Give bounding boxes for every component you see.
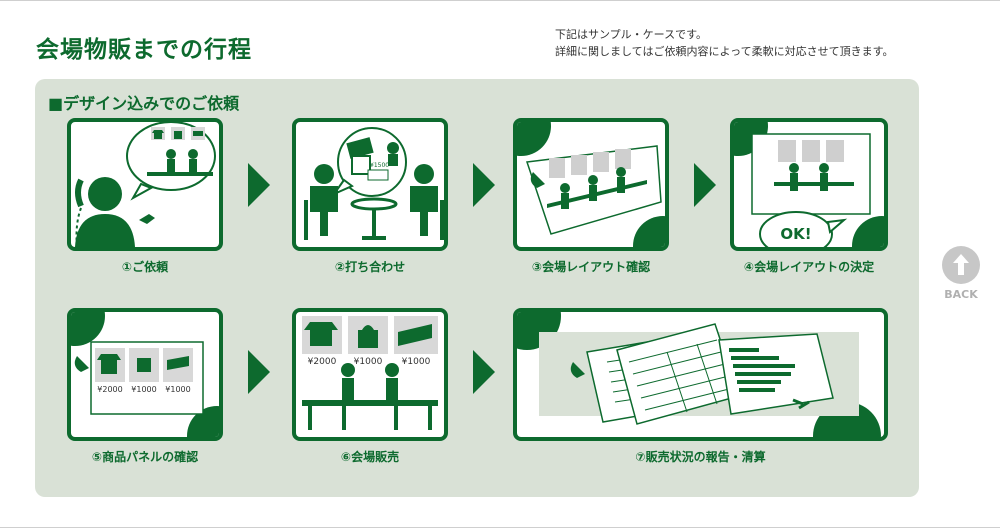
price-1000b: ¥1000 [402,357,431,367]
step-6-illustration: ¥2000 ¥1000 ¥1000 [292,308,448,441]
step-4-caption: ④会場レイアウトの決定 [730,258,888,275]
price-1000-small-b: ¥1000 [165,385,190,394]
step-3-caption: ③会場レイアウト確認 [513,258,669,275]
price-1000a: ¥1000 [354,357,383,367]
arrow-right-icon [248,163,270,207]
page-title: 会場物販までの行程 [36,30,252,64]
sample-note: 下記はサンプル・ケースです。 詳細に関しましてはご依頼内容によって柔軟に対応させ… [555,26,893,60]
section-title: ■デザイン込みでのご依頼 [48,90,239,114]
step-6-caption: ⑥会場販売 [292,448,448,465]
step-1-illustration [67,118,223,251]
step-3-illustration [513,118,669,251]
ok-label: OK! [780,225,811,243]
back-button[interactable]: BACK [940,246,982,301]
step-4-illustration: OK! [730,118,888,251]
back-label[interactable]: BACK [940,288,982,301]
note-line-2: 詳細に関しましてはご依頼内容によって柔軟に対応させて頂きます。 [555,43,893,60]
note-line-1: 下記はサンプル・ケースです。 [555,26,893,43]
top-divider [0,0,1000,1]
step-1-caption: ①ご依頼 [67,258,223,275]
price-1000-small-a: ¥1000 [131,385,156,394]
bottom-divider [0,527,1000,528]
step-7-caption: ⑦販売状況の報告・清算 [513,448,888,465]
step-2-caption: ②打ち合わせ [292,258,448,275]
step-2-illustration: ¥1500 [292,118,448,251]
up-arrow-icon[interactable] [942,246,980,284]
price-2000-small: ¥2000 [97,385,122,394]
price-1500-label: ¥1500 [370,162,389,169]
step-5-caption: ⑤商品パネルの確認 [67,448,223,465]
price-2000: ¥2000 [308,357,337,367]
arrow-right-icon [473,350,495,394]
arrow-right-icon [248,350,270,394]
arrow-right-icon [473,163,495,207]
step-7-illustration [513,308,888,441]
arrow-right-icon [694,163,716,207]
step-5-illustration: ¥2000 ¥1000 ¥1000 [67,308,223,441]
